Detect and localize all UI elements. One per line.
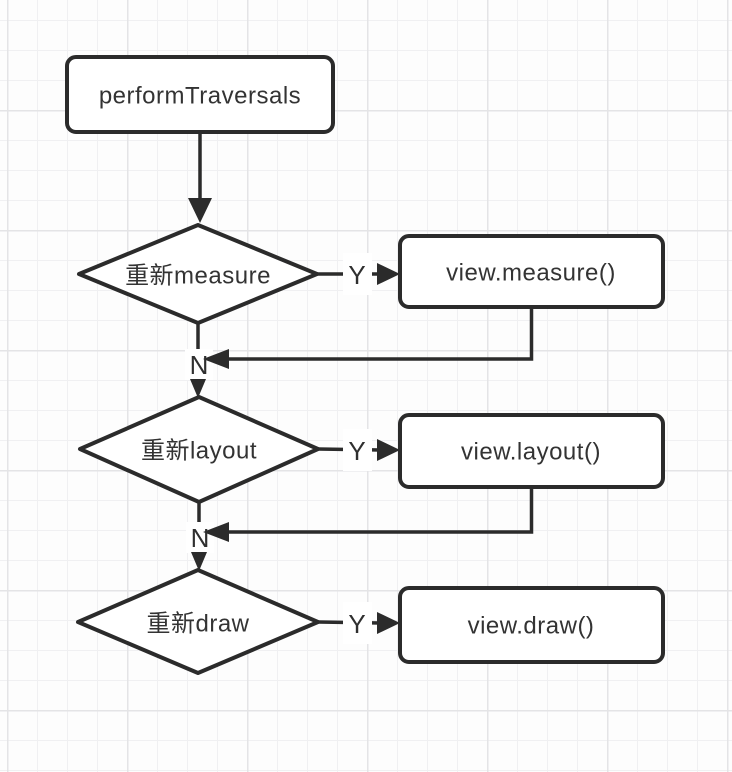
arrowhead-down-icon: [191, 552, 207, 571]
arrowhead-down-icon: [188, 198, 212, 223]
process-measure-node: [398, 234, 665, 309]
edge-process-layout-return: [207, 487, 534, 534]
edge-label-plate: [343, 429, 372, 471]
decision-draw-node: [76, 568, 320, 675]
edge-label-yes: Y: [348, 260, 365, 290]
process-draw-node: [398, 586, 665, 664]
edge-label-plate: [186, 522, 214, 553]
process-measure-label: view.measure(): [446, 260, 616, 287]
edge-label-plate: [343, 602, 372, 644]
process-layout-node: [398, 413, 665, 489]
arrowhead-left-icon: [203, 522, 229, 542]
decision-measure-node: [77, 223, 319, 325]
decision-layout-label: 重新layout: [141, 438, 257, 465]
start-node: [65, 55, 335, 134]
process-draw-label: view.draw(): [468, 613, 595, 640]
decision-measure-label: 重新measure: [125, 263, 271, 290]
arrowhead-right-icon: [377, 439, 400, 461]
edge-label-plate: [343, 253, 372, 295]
arrowhead-right-icon: [377, 612, 400, 634]
edge-label-yes: Y: [348, 436, 365, 466]
edge-process-measure-return: [207, 307, 534, 361]
edge-label-no: N: [190, 350, 209, 380]
decision-layout-node: [78, 395, 320, 504]
edge-label-yes: Y: [348, 609, 365, 639]
start-node-label: performTraversals: [99, 83, 301, 110]
arrowhead-right-icon: [377, 263, 400, 285]
edge-label-plate: [185, 349, 213, 380]
decision-draw-label: 重新draw: [146, 611, 249, 638]
arrowhead-down-icon: [190, 379, 206, 398]
process-layout-label: view.layout(): [461, 439, 601, 466]
arrowhead-left-icon: [203, 349, 229, 369]
edge-label-no: N: [191, 523, 210, 553]
